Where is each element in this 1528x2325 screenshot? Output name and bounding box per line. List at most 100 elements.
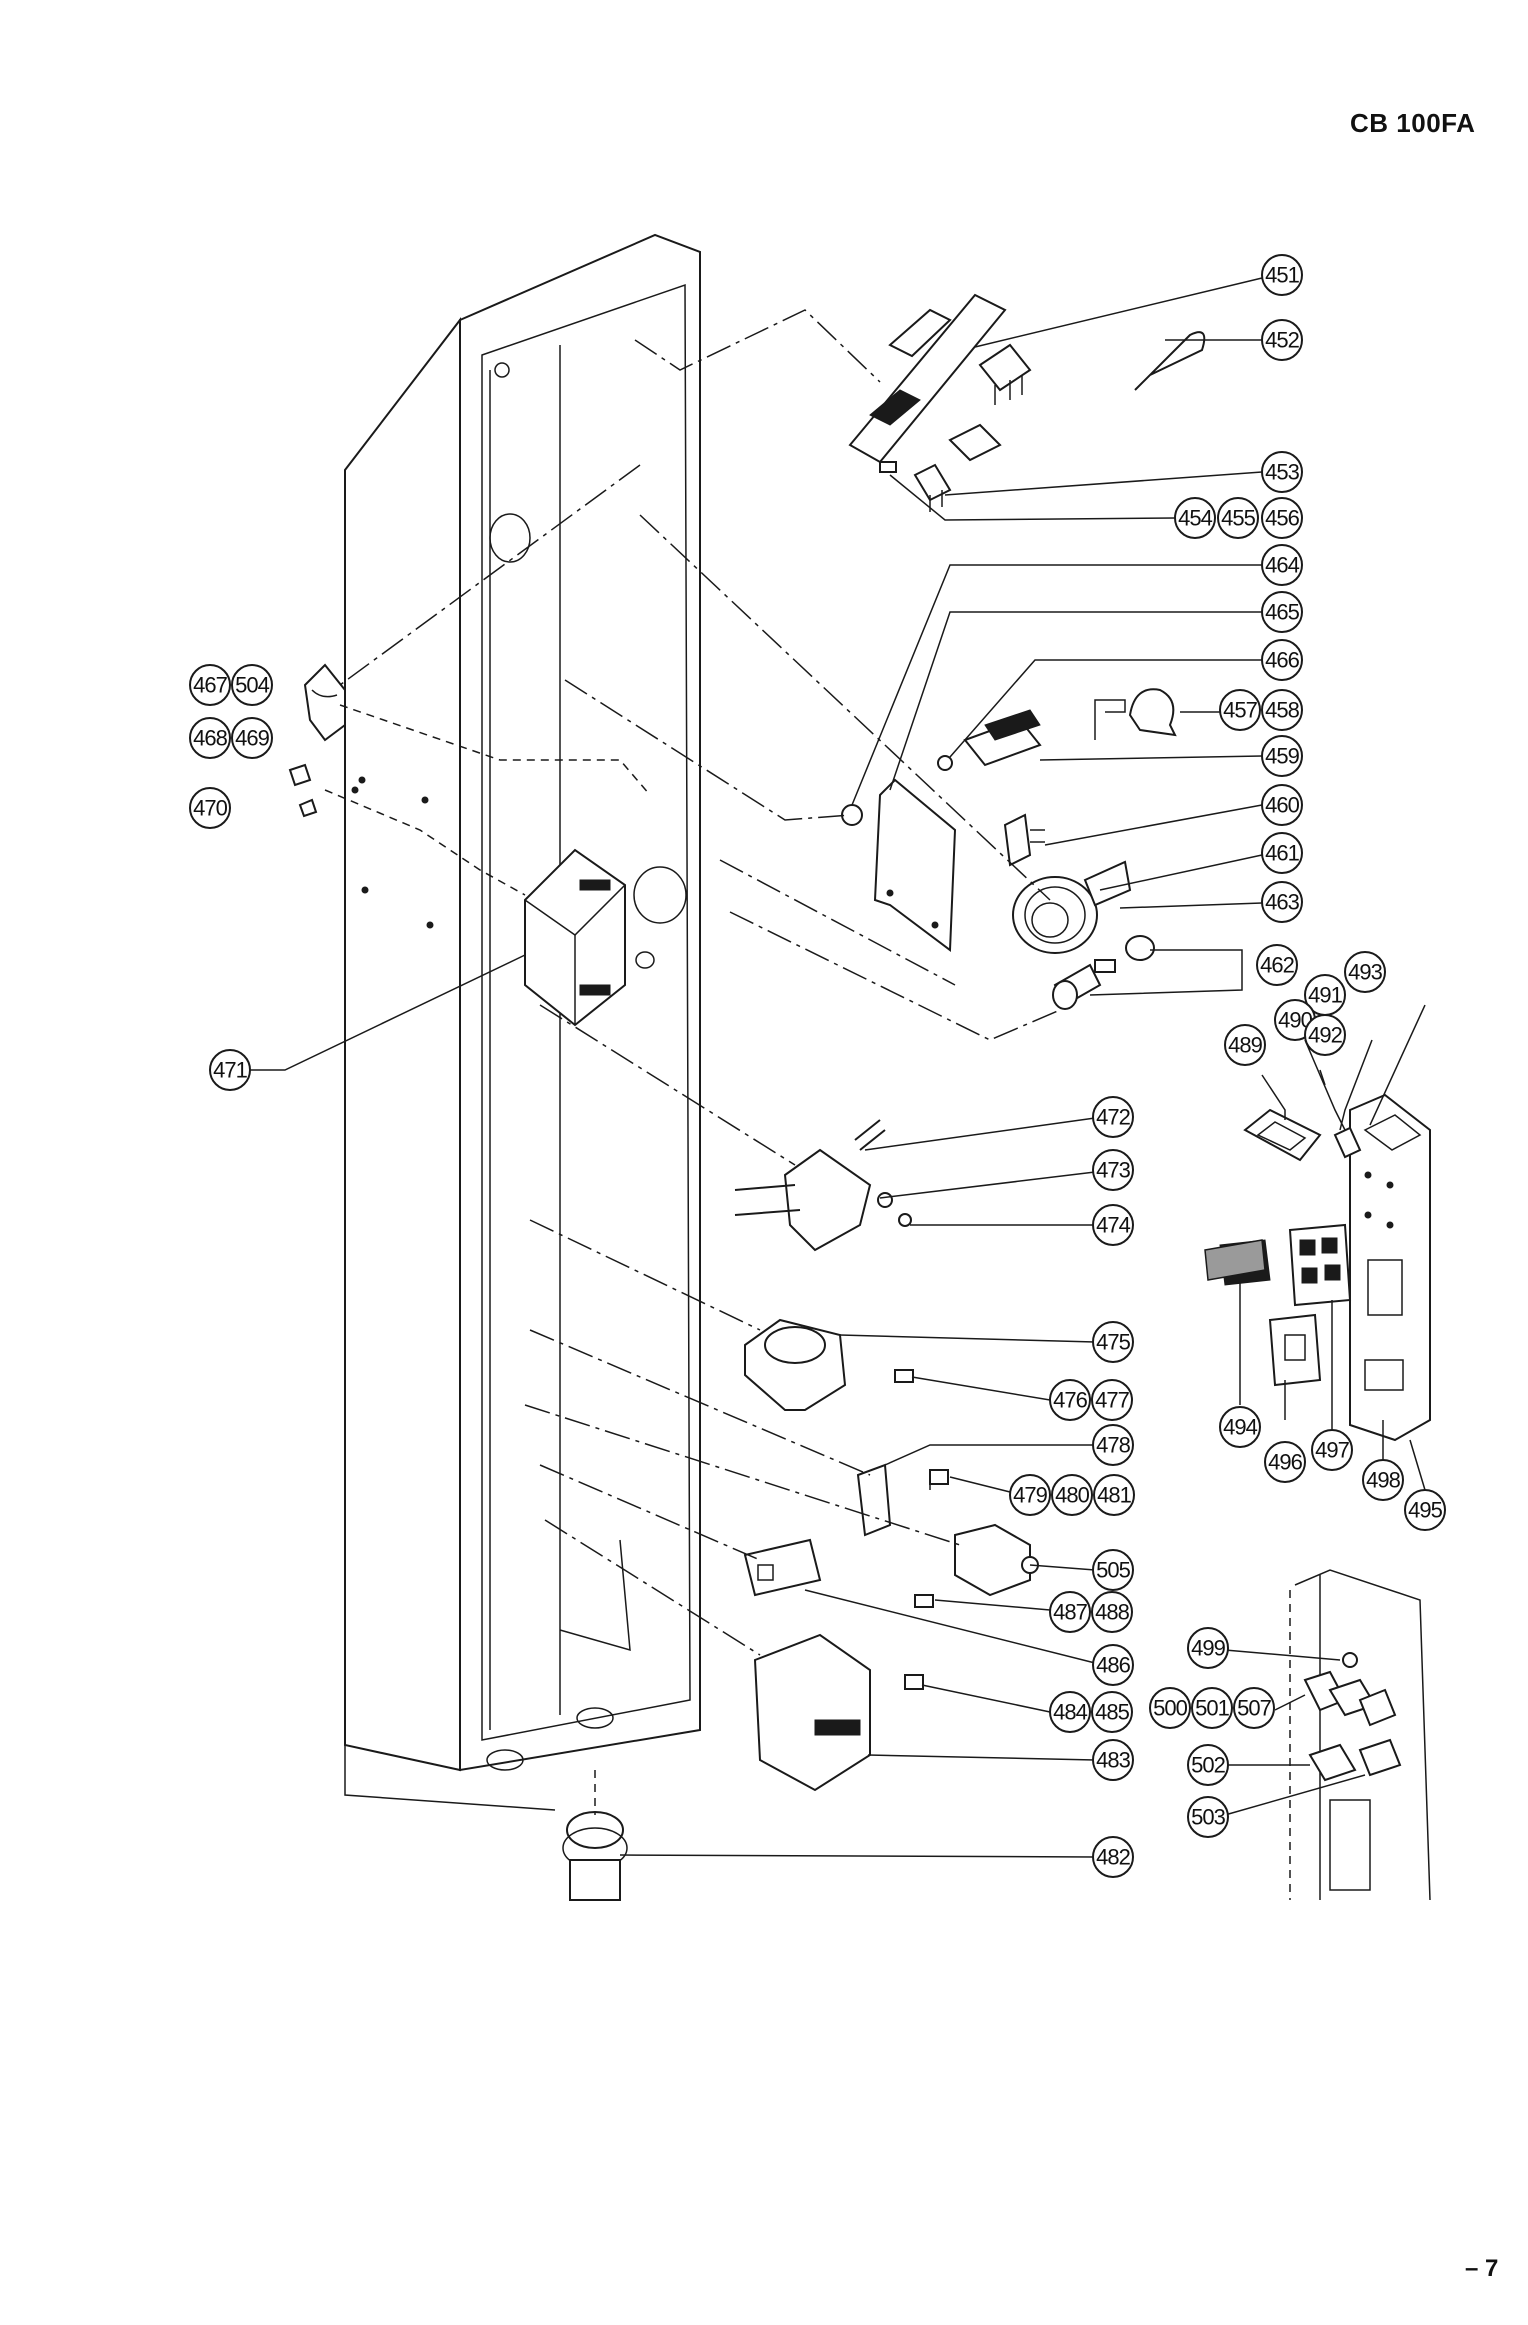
callout-482: 482 (1092, 1836, 1134, 1878)
callout-494: 494 (1219, 1406, 1261, 1448)
svg-text:483: 483 (1096, 1748, 1130, 1773)
callout-471: 471 (209, 1049, 251, 1091)
callout-487: 487 (1049, 1591, 1091, 1633)
svg-text:497: 497 (1315, 1438, 1349, 1463)
callout-503: 503 (1187, 1796, 1229, 1838)
svg-text:501: 501 (1195, 1696, 1229, 1721)
callout-495: 495 (1404, 1489, 1446, 1531)
svg-text:502: 502 (1191, 1753, 1225, 1778)
callout-452: 452 (1261, 319, 1303, 361)
callout-474: 474 (1092, 1204, 1134, 1246)
pcb-451 (848, 293, 1032, 512)
svg-text:469: 469 (235, 726, 269, 751)
callout-504: 504 (231, 664, 273, 706)
switch-472 (734, 1119, 912, 1252)
callout-500: 500 (1149, 1687, 1191, 1729)
svg-text:480: 480 (1055, 1483, 1089, 1508)
callout-463: 463 (1261, 881, 1303, 923)
callout-453: 453 (1261, 451, 1303, 493)
svg-text:453: 453 (1265, 460, 1299, 485)
svg-text:468: 468 (193, 726, 227, 751)
svg-text:475: 475 (1096, 1330, 1130, 1355)
svg-text:499: 499 (1191, 1636, 1225, 1661)
callout-488: 488 (1091, 1591, 1133, 1633)
transformer-475 (744, 1318, 914, 1411)
callout-465: 465 (1261, 591, 1303, 633)
callout-485: 485 (1091, 1691, 1133, 1733)
switch-panel-499-507 (1289, 1569, 1431, 1901)
callout-468: 468 (189, 717, 231, 759)
svg-text:477: 477 (1095, 1388, 1129, 1413)
svg-text:463: 463 (1265, 890, 1299, 915)
svg-text:473: 473 (1096, 1158, 1130, 1183)
callout-461: 461 (1261, 832, 1303, 874)
callout-497: 497 (1311, 1429, 1353, 1471)
screws-468-470 (288, 763, 359, 818)
callout-489: 489 (1224, 1024, 1266, 1066)
main-housing (344, 233, 701, 1811)
callout-492: 492 (1304, 1014, 1346, 1056)
svg-text:460: 460 (1265, 793, 1299, 818)
svg-text:454: 454 (1178, 506, 1212, 531)
svg-text:459: 459 (1265, 744, 1299, 769)
svg-text:498: 498 (1366, 1468, 1400, 1493)
block-505 (954, 1523, 1039, 1597)
bracket-486 (743, 1538, 934, 1608)
clamp-457-458 (1128, 688, 1177, 737)
svg-text:457: 457 (1223, 698, 1257, 723)
callout-491: 491 (1304, 974, 1346, 1016)
callout-480: 480 (1051, 1474, 1093, 1516)
svg-text:464: 464 (1265, 553, 1299, 578)
callout-475: 475 (1092, 1321, 1134, 1363)
svg-text:467: 467 (193, 673, 227, 698)
callout-507: 507 (1233, 1687, 1275, 1729)
svg-text:503: 503 (1191, 1805, 1225, 1830)
callout-457: 457 (1219, 689, 1261, 731)
svg-text:507: 507 (1237, 1696, 1271, 1721)
callout-462: 462 (1256, 944, 1298, 986)
callout-496: 496 (1264, 1441, 1306, 1483)
svg-text:462: 462 (1260, 953, 1294, 978)
cable-tie-452 (1134, 331, 1206, 391)
svg-text:470: 470 (193, 796, 227, 821)
callout-454: 454 (1174, 497, 1216, 539)
control-panel-assembly (1204, 1093, 1431, 1442)
svg-text:456: 456 (1265, 506, 1299, 531)
svg-text:482: 482 (1096, 1845, 1130, 1870)
callout-456: 456 (1261, 497, 1303, 539)
callout-458: 458 (1261, 689, 1303, 731)
svg-text:500: 500 (1153, 1696, 1187, 1721)
svg-text:476: 476 (1053, 1388, 1087, 1413)
svg-text:466: 466 (1265, 648, 1299, 673)
callout-459: 459 (1261, 735, 1303, 777)
svg-text:479: 479 (1013, 1483, 1047, 1508)
callout-481: 481 (1093, 1474, 1135, 1516)
knob-461 (1012, 860, 1132, 954)
callout-470: 470 (189, 787, 231, 829)
callout-476: 476 (1049, 1379, 1091, 1421)
svg-text:489: 489 (1228, 1033, 1262, 1058)
model-title: CB 100FA (1350, 108, 1476, 138)
box-471 (524, 848, 626, 1027)
svg-text:493: 493 (1348, 960, 1382, 985)
callout-477: 477 (1091, 1379, 1133, 1421)
svg-text:505: 505 (1096, 1558, 1130, 1583)
svg-text:494: 494 (1223, 1415, 1257, 1440)
callout-501: 501 (1191, 1687, 1233, 1729)
svg-text:474: 474 (1096, 1213, 1130, 1238)
svg-text:495: 495 (1408, 1498, 1442, 1523)
svg-text:452: 452 (1265, 328, 1299, 353)
callout-479: 479 (1009, 1474, 1051, 1516)
callout-486: 486 (1092, 1644, 1134, 1686)
callout-483: 483 (1092, 1739, 1134, 1781)
svg-text:486: 486 (1096, 1653, 1130, 1678)
svg-text:478: 478 (1096, 1433, 1130, 1458)
leader-lines (250, 277, 1426, 1858)
svg-text:491: 491 (1308, 983, 1342, 1008)
svg-text:481: 481 (1097, 1483, 1131, 1508)
callout-451: 451 (1261, 254, 1303, 296)
clip-467-504 (303, 663, 346, 742)
svg-text:488: 488 (1095, 1600, 1129, 1625)
